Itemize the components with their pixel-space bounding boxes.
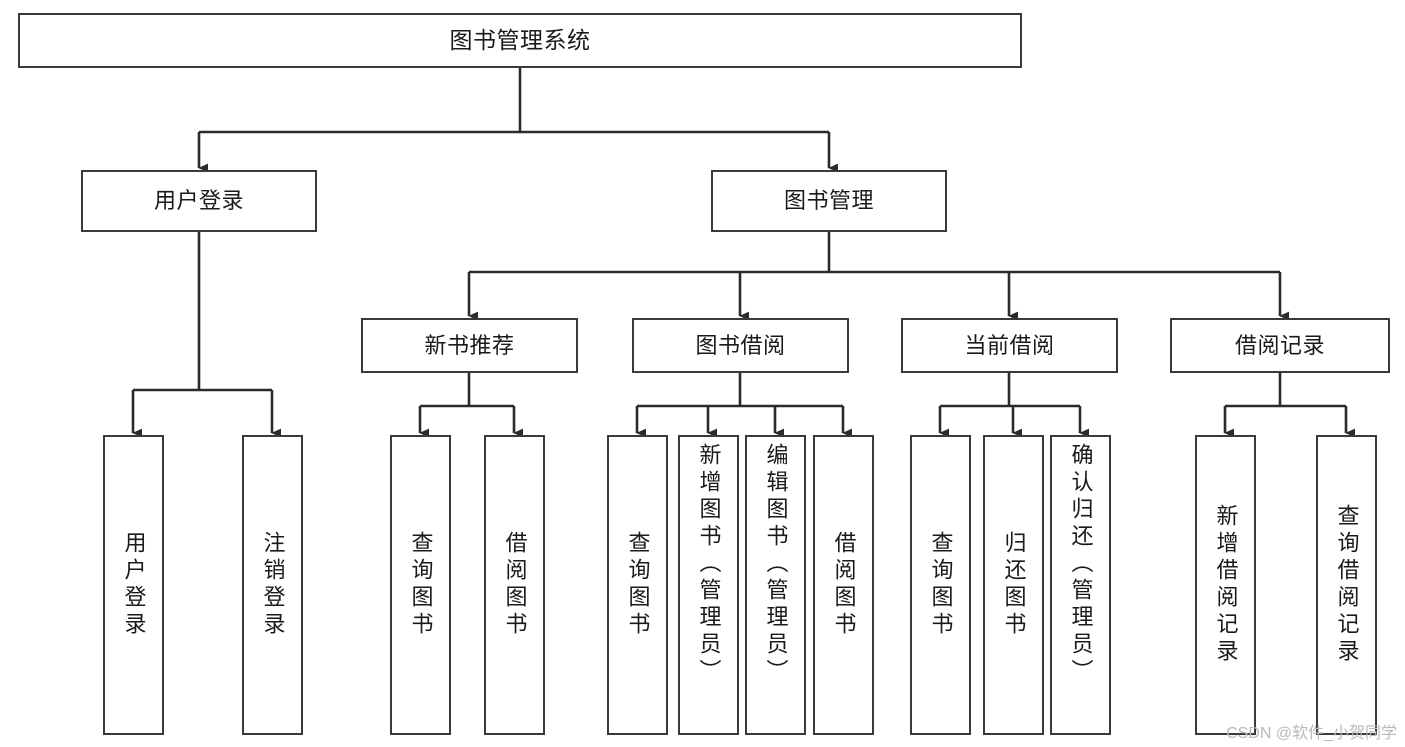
node-leaf-borrow-book-2[interactable]: 借阅图书 <box>813 435 874 735</box>
node-leaf-label: 注销登录 <box>260 531 286 639</box>
node-root-label: 图书管理系统 <box>449 27 591 54</box>
node-leaf-label: 查询借阅记录 <box>1334 504 1360 666</box>
node-book-borrow[interactable]: 图书借阅 <box>632 318 849 373</box>
node-leaf-add-record[interactable]: 新增借阅记录 <box>1195 435 1256 735</box>
node-leaf-label: 查询图书 <box>625 531 651 639</box>
node-book-manage-label: 图书管理 <box>783 188 874 214</box>
node-book-borrow-label: 图书借阅 <box>695 332 786 358</box>
watermark-text: CSDN @软件_小贺同学 <box>1226 725 1397 742</box>
edge-group-new-book-rec <box>418 373 524 438</box>
node-new-book-rec-label: 新书推荐 <box>424 332 515 358</box>
node-leaf-label: 用户登录 <box>121 531 147 639</box>
node-leaf-label: 查询图书 <box>408 531 434 639</box>
node-leaf-label: 查询图书 <box>928 531 954 639</box>
node-user-login-label: 用户登录 <box>153 188 244 214</box>
node-leaf-label: 新增借阅记录 <box>1213 504 1239 666</box>
node-book-manage[interactable]: 图书管理 <box>711 170 947 232</box>
node-root-system[interactable]: 图书管理系统 <box>18 13 1022 68</box>
node-user-login[interactable]: 用户登录 <box>81 170 317 232</box>
edge-group-borrow-record <box>1223 373 1356 438</box>
edge-group-book-borrow <box>635 373 853 438</box>
node-current-borrow-label: 当前借阅 <box>964 332 1055 358</box>
node-leaf-query-book-2[interactable]: 查询图书 <box>607 435 668 735</box>
node-current-borrow[interactable]: 当前借阅 <box>901 318 1118 373</box>
node-leaf-query-record[interactable]: 查询借阅记录 <box>1316 435 1377 735</box>
node-leaf-borrow-book-1[interactable]: 借阅图书 <box>484 435 545 735</box>
node-leaf-label: 确认归还（管理员） <box>1068 443 1094 686</box>
node-leaf-label: 借阅图书 <box>502 531 528 639</box>
node-leaf-label: 归还图书 <box>1001 531 1027 639</box>
node-leaf-label: 借阅图书 <box>831 531 857 639</box>
node-leaf-label: 新增图书（管理员） <box>696 443 722 686</box>
node-leaf-query-book-1[interactable]: 查询图书 <box>390 435 451 735</box>
node-leaf-logout[interactable]: 注销登录 <box>242 435 303 735</box>
node-leaf-edit-book[interactable]: 编辑图书（管理员） <box>745 435 806 735</box>
node-leaf-user-login[interactable]: 用户登录 <box>103 435 164 735</box>
node-leaf-confirm-return[interactable]: 确认归还（管理员） <box>1050 435 1111 735</box>
node-new-book-rec[interactable]: 新书推荐 <box>361 318 578 373</box>
edge-group-book-manage <box>467 232 1290 321</box>
node-leaf-return-book[interactable]: 归还图书 <box>983 435 1044 735</box>
edge-group-root <box>197 68 839 173</box>
edge-group-current-borrow <box>938 373 1090 438</box>
node-borrow-record-label: 借阅记录 <box>1234 332 1325 358</box>
node-borrow-record[interactable]: 借阅记录 <box>1170 318 1390 373</box>
edge-group-user-login <box>131 232 282 438</box>
node-leaf-query-book-3[interactable]: 查询图书 <box>910 435 971 735</box>
node-leaf-add-book[interactable]: 新增图书（管理员） <box>678 435 739 735</box>
node-leaf-label: 编辑图书（管理员） <box>763 443 789 686</box>
